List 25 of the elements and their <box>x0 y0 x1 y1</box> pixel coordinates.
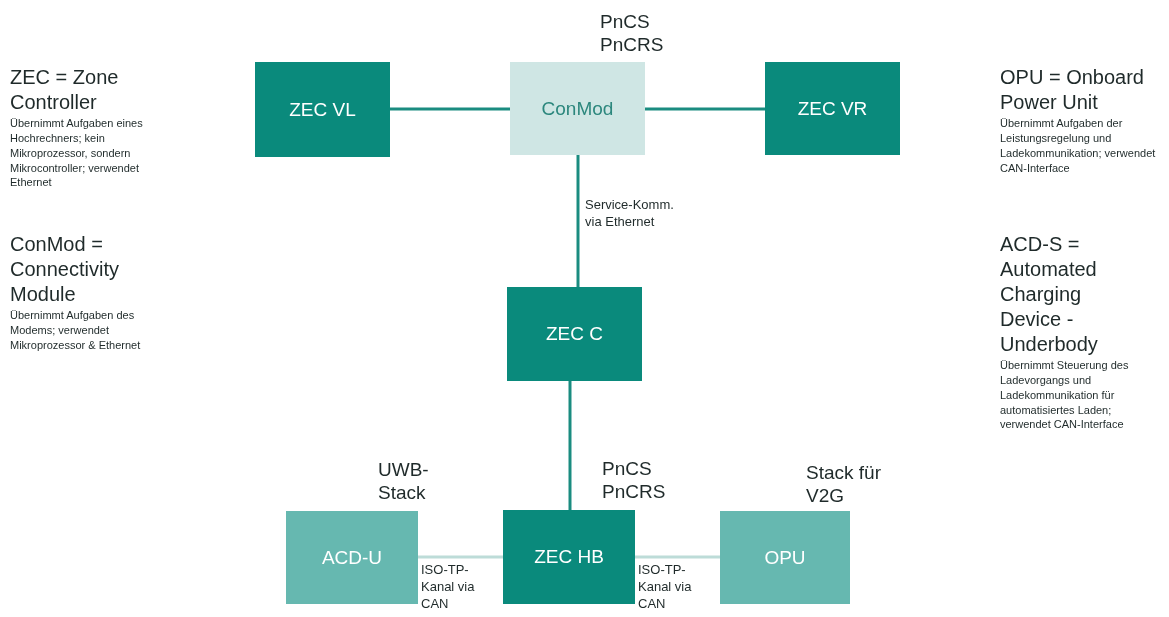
note-text: Übernimmt Steuerung des Ladevorgangs und Ladekommunikation für automatisiertes Laden; verwendet CAN-Interface <box>1000 358 1130 433</box>
connector-line <box>390 107 510 111</box>
note-text: Übernimmt Aufgaben des Modems; verwendet Mikroprozessor & Ethernet <box>10 308 142 353</box>
connector-line <box>576 155 580 287</box>
connector-line <box>418 555 503 559</box>
zone-controller-box: ZEC VL <box>255 62 390 157</box>
connector-line <box>568 381 572 510</box>
connector-line <box>645 107 765 111</box>
annotation-text: PnCS PnCRS <box>600 11 665 57</box>
note-text: Übernimmt Aufgaben eines Hochrechners; kein Mikroprozessor, sondern Mikrocontroller; verwendet Ethernet <box>10 116 144 191</box>
device-box: ACD-U <box>286 511 418 604</box>
annotation-text: PnCS PnCRS <box>602 458 667 504</box>
note-heading: OPU = Onboard Power Unit <box>1000 65 1145 115</box>
connector-line <box>635 555 720 559</box>
note-heading: ConMod = Connectivity Module <box>10 232 120 307</box>
zone-controller-box: ZEC HB <box>503 510 635 604</box>
zone-controller-box: ZEC VR <box>765 62 900 155</box>
note-text: Übernimmt Aufgaben der Leistungsregelung und Ladekommunikation; verwendet CAN-Interface <box>1000 116 1157 176</box>
device-box: OPU <box>720 511 850 604</box>
module-box: ConMod <box>510 62 645 155</box>
note-heading: ACD-S = Automated Charging Device - Underbody <box>1000 232 1099 357</box>
note-heading: ZEC = Zone Controller <box>10 65 120 115</box>
annotation-text: Stack für V2G <box>806 462 882 508</box>
annotation-text: UWB-Stack <box>378 459 430 505</box>
zone-controller-box: ZEC C <box>507 287 642 381</box>
